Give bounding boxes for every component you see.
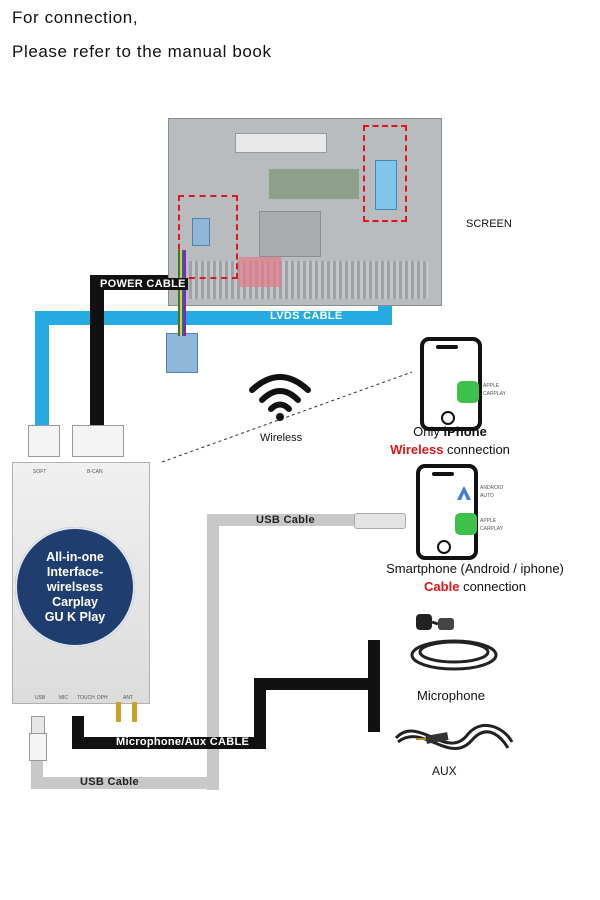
wifi-icon bbox=[249, 374, 311, 421]
screen-label: SCREEN bbox=[466, 218, 512, 230]
lightning-plug bbox=[354, 513, 406, 529]
iphone-caption-prefix: Only bbox=[413, 424, 444, 439]
carplay-label-1: APPLE bbox=[483, 383, 500, 389]
module-port-top-1: SOFT bbox=[33, 469, 47, 475]
smartphone-speaker bbox=[432, 472, 454, 476]
usb-cable-upper-label: USB Cable bbox=[256, 514, 315, 526]
smartphone-caption-line-1: Smartphone (Android / iphone) bbox=[386, 561, 564, 576]
smartphone-cable bbox=[416, 464, 478, 560]
wireless-dashed-line bbox=[161, 371, 413, 463]
iphone-caption-suffix: connection bbox=[443, 442, 510, 457]
power-cable-label: POWER CABLE bbox=[98, 278, 188, 290]
android-auto-label-1: ANDROID bbox=[480, 485, 504, 491]
lvds-module-plug bbox=[28, 425, 60, 457]
screen-unit-tag bbox=[239, 257, 281, 287]
usb-plug-body bbox=[29, 733, 47, 761]
screen-unit-connectors bbox=[269, 169, 359, 199]
mic-aux-bar bbox=[368, 640, 380, 732]
screen-unit-sticker bbox=[235, 133, 327, 153]
carplay-icon-2 bbox=[455, 513, 477, 535]
power-module-plug bbox=[72, 425, 124, 457]
badge-line-4: Carplay bbox=[52, 594, 98, 609]
screen-unit-vents bbox=[189, 261, 429, 299]
lvds-cable-label: LVDS CABLE bbox=[270, 310, 343, 322]
smartphone-caption-suffix: connection bbox=[459, 579, 526, 594]
microphone-icon bbox=[410, 614, 498, 671]
power-port-highlight bbox=[178, 195, 238, 279]
aux-cable-icon bbox=[394, 723, 514, 750]
screen-unit bbox=[168, 118, 442, 306]
interface-module: SOFT B-CAN All-in-one Interface- wirelse… bbox=[12, 462, 150, 704]
module-port-usb: USB bbox=[35, 695, 46, 701]
module-port-touch: TOUCH bbox=[77, 695, 95, 701]
iphone-wireless bbox=[420, 337, 482, 431]
microphone-label: Microphone bbox=[417, 688, 485, 703]
android-auto-label-2: AUTO bbox=[480, 493, 494, 499]
module-port-mic: MIC bbox=[59, 695, 69, 701]
mic-aux-cable bbox=[72, 678, 374, 749]
module-port-ant: ANT bbox=[123, 695, 133, 701]
iphone-home-button bbox=[441, 411, 455, 425]
power-harness-wires bbox=[178, 250, 186, 336]
carplay-label-2: CARPLAY bbox=[483, 391, 506, 397]
intro-line-1: For connection, bbox=[12, 8, 139, 27]
badge-line-5: GU K Play bbox=[44, 609, 106, 624]
usb-cable-lower-label: USB Cable bbox=[80, 776, 139, 788]
lvds-connector bbox=[375, 160, 397, 210]
screen-unit-plate bbox=[259, 211, 321, 257]
power-harness-plug bbox=[166, 333, 198, 373]
module-badge: All-in-one Interface- wirelsess Carplay … bbox=[15, 527, 135, 647]
antenna-connector-1 bbox=[116, 702, 121, 722]
smartphone-caption-line-2: Cable connection bbox=[362, 579, 588, 594]
iphone-caption-bold: iPhone bbox=[443, 424, 487, 439]
power-connector-top bbox=[192, 218, 210, 246]
android-auto-icon bbox=[457, 486, 471, 500]
carplay-label-3: APPLE bbox=[480, 518, 497, 524]
iphone-caption-line-1: Only iPhone bbox=[380, 424, 520, 439]
badge-line-3: wirelsess bbox=[46, 579, 104, 594]
iphone-caption-line-2: Wireless connection bbox=[370, 442, 530, 457]
badge-line-2: Interface- bbox=[46, 564, 104, 579]
carplay-label-4: CARPLAY bbox=[480, 526, 503, 532]
badge-line-1: All-in-one bbox=[46, 549, 104, 564]
wireless-label: Wireless bbox=[260, 432, 303, 444]
module-port-top-2: B-CAN bbox=[87, 469, 103, 475]
mic-aux-cable-label: Microphone/Aux CABLE bbox=[116, 736, 250, 748]
intro-line-2: Please refer to the manual book bbox=[12, 42, 272, 61]
module-port-dph: DPH bbox=[97, 695, 108, 701]
usb-cable-upper bbox=[207, 514, 355, 790]
iphone-caption-red: Wireless bbox=[390, 442, 444, 457]
lvds-port-highlight bbox=[363, 125, 407, 222]
usb-cable-lower bbox=[31, 760, 213, 789]
antenna-connector-2 bbox=[132, 702, 137, 722]
carplay-icon bbox=[457, 381, 479, 403]
smartphone-home-button bbox=[437, 540, 451, 554]
aux-label: AUX bbox=[432, 764, 457, 778]
smartphone-caption-red: Cable bbox=[424, 579, 460, 594]
iphone-speaker bbox=[436, 345, 458, 349]
